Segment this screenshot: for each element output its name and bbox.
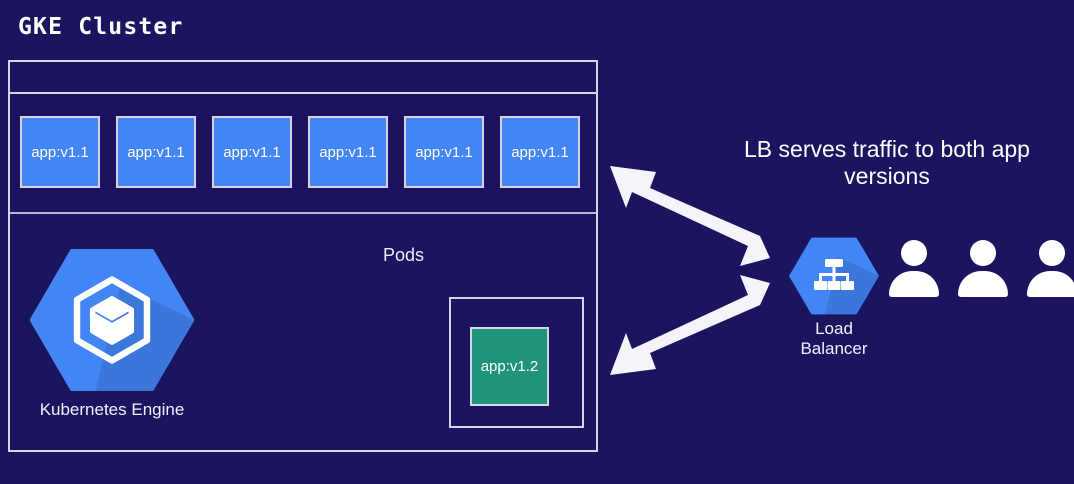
load-balancer-block: Load Balancer	[782, 236, 886, 358]
arrow-to-v1-2-pod	[610, 275, 770, 375]
pod-box-v1-2[interactable]: app:v1.2	[470, 327, 549, 406]
load-balancer-caption: Load Balancer	[800, 319, 868, 358]
pod-row-v1-1: app:v1.1 app:v1.1 app:v1.1 app:v1.1 app:…	[20, 116, 580, 188]
pod-box[interactable]: app:v1.1	[404, 116, 484, 188]
user-body	[1027, 271, 1074, 297]
user-head	[970, 240, 996, 266]
pod-label: app:v1.1	[127, 143, 185, 161]
user-body	[889, 271, 939, 297]
pod-label: app:v1.1	[415, 143, 473, 161]
pod-label: app:v1.1	[31, 143, 89, 161]
kubernetes-cube-icon	[30, 246, 195, 394]
user-icon	[888, 240, 940, 298]
page-title: GKE Cluster	[18, 14, 184, 40]
lb-caption: LB serves traffic to both app versions	[716, 136, 1058, 190]
user-icon	[1026, 240, 1074, 298]
hierarchy-tree-icon	[789, 236, 879, 316]
pod-label: app:v1.1	[511, 143, 569, 161]
user-head	[1039, 240, 1065, 266]
lb-caption-line-2: versions	[844, 163, 930, 190]
pod-label: app:v1.1	[319, 143, 377, 161]
kubernetes-engine-block: Kubernetes Engine	[22, 246, 202, 420]
pods-row-divider	[10, 212, 596, 214]
pod-box[interactable]: app:v1.1	[500, 116, 580, 188]
pods-label: Pods	[383, 245, 425, 265]
kubernetes-engine-hexagon-icon	[29, 246, 195, 394]
pod-box[interactable]: app:v1.1	[116, 116, 196, 188]
cluster-header-strip	[10, 62, 596, 94]
gke-cluster-box: app:v1.1 app:v1.1 app:v1.1 app:v1.1 app:…	[8, 60, 598, 452]
user-icon	[957, 240, 1009, 298]
user-body	[958, 271, 1008, 297]
pod-label: app:v1.2	[480, 358, 539, 375]
user-head	[901, 240, 927, 266]
new-pod-container: app:v1.2	[449, 297, 584, 428]
pod-box[interactable]: app:v1.1	[212, 116, 292, 188]
pod-box[interactable]: app:v1.1	[20, 116, 100, 188]
users-group	[888, 240, 1074, 298]
kubernetes-engine-caption: Kubernetes Engine	[39, 400, 185, 419]
load-balancer-hexagon-icon	[789, 236, 879, 316]
pod-box[interactable]: app:v1.1	[308, 116, 388, 188]
lb-caption-line-1: LB serves traffic to both app	[744, 136, 1030, 162]
pod-label: app:v1.1	[223, 143, 281, 161]
